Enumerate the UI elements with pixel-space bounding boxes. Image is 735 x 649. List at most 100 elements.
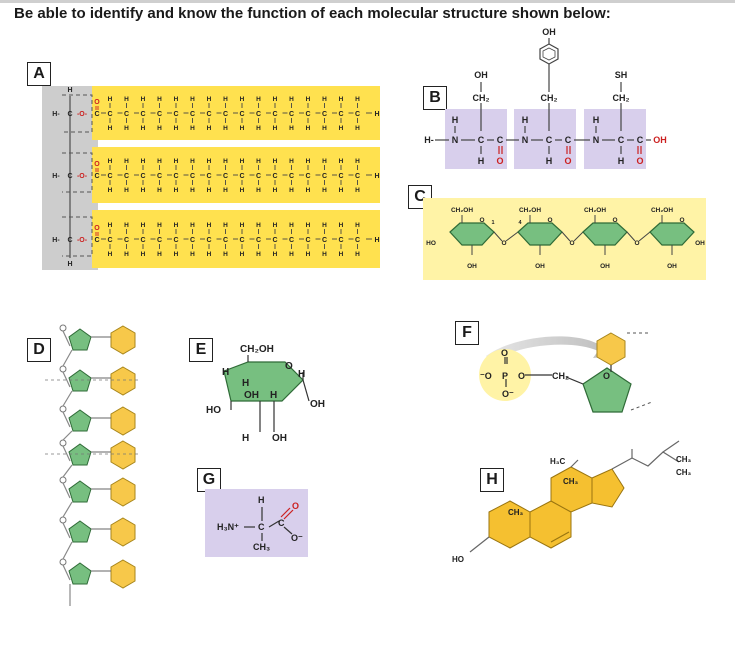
chain-carbon: C: [140, 173, 145, 180]
carbonyl-c: C: [94, 237, 99, 244]
chain-carbon: C: [173, 111, 178, 118]
chain-h-down: H: [355, 187, 360, 194]
glycosidic-bond: [638, 231, 651, 242]
carbonyl-c: C: [94, 173, 99, 180]
chain-oh: OH: [695, 240, 705, 247]
chain-h-down: H: [256, 251, 261, 258]
chain-h-down: H: [273, 187, 278, 194]
phosphate-group: [59, 405, 67, 413]
chain-ho: HO: [426, 240, 436, 247]
glycerol-c: C: [67, 173, 72, 180]
glucose-oh-2: OH: [310, 399, 325, 410]
backbone-link: [62, 430, 73, 441]
chain-h-down: H: [339, 187, 344, 194]
chain-h-up: H: [141, 96, 146, 103]
chain-carbon: C: [338, 237, 343, 244]
chain-carbon: C: [305, 237, 310, 244]
glucose-oh-1: OH: [244, 390, 259, 401]
chain-h-up: H: [190, 158, 195, 165]
chain-carbon: C: [239, 173, 244, 180]
amino-group: H₃N⁺: [217, 522, 239, 532]
chain-h-down: H: [339, 251, 344, 258]
chain-carbon: C: [355, 237, 360, 244]
glycerol-top-h: H: [67, 87, 72, 94]
chain-h-down: H: [306, 125, 311, 132]
chain-carbon: C: [338, 173, 343, 180]
sugar-pentagon: [68, 520, 92, 543]
chain-h-down: H: [124, 187, 129, 194]
base-hexagon: [110, 440, 136, 470]
chain-h-down: H: [108, 125, 113, 132]
glucose-ch2oh: CH₂OH: [240, 344, 274, 355]
chain-h-down: H: [306, 251, 311, 258]
chain-h-up: H: [157, 96, 162, 103]
chain-h-up: H: [339, 222, 344, 229]
amino-acid-structure: H H₃N⁺ C C CH₃ O⁻ O: [205, 489, 308, 557]
chain-h-up: H: [306, 222, 311, 229]
side-chain-ch3: CH₃: [253, 542, 270, 552]
ester-o: -O-: [77, 111, 88, 118]
chain-carbon: C: [355, 173, 360, 180]
chain-carbon: C: [322, 237, 327, 244]
chain-h-down: H: [108, 251, 113, 258]
base-hexagon: [110, 325, 136, 355]
phosphate-group: [59, 324, 67, 332]
nitrogenous-base: [596, 332, 626, 366]
glucose-h-1: H: [222, 367, 229, 378]
nucleotide-structure: ⁻O O P O O⁻ CH₂ O: [479, 332, 653, 413]
label-b: B: [423, 86, 447, 110]
chain-carbon: C: [107, 111, 112, 118]
amine-h: H: [452, 115, 459, 125]
chain-h-up: H: [157, 222, 162, 229]
carboxyl-carbon: C: [278, 518, 285, 528]
chain-h-up: H: [273, 158, 278, 165]
backbone-link: [62, 501, 73, 518]
chain-carbon: C: [140, 237, 145, 244]
chain-h-up: H: [355, 96, 360, 103]
alpha-h-2: H: [546, 156, 553, 166]
chain-h-down: H: [223, 187, 228, 194]
chain-h-down: H: [306, 187, 311, 194]
peptide-n-1: N: [522, 135, 529, 145]
nucleotide-arrow: [486, 336, 612, 362]
chain-h-up: H: [174, 96, 179, 103]
amino-acid-box-1: [445, 109, 507, 169]
chain-h-down: H: [273, 251, 278, 258]
label-d: D: [27, 338, 51, 362]
chain-h-up: H: [273, 96, 278, 103]
sugar-ch2oh: CH₂OH: [519, 207, 541, 214]
backbone-link: [62, 330, 71, 347]
glycosidic-o: O: [501, 240, 506, 247]
triglyceride-structure: CHHCHHCHHCHHCHHCHHCHHCHHCHHCHHCHHCHHCHHC…: [42, 86, 380, 270]
serine-ch2: CH₂: [473, 93, 490, 103]
chain-h-up: H: [190, 222, 195, 229]
glucose-h-5: H: [242, 433, 249, 444]
chain-h-up: H: [207, 158, 212, 165]
chain-h-down: H: [355, 251, 360, 258]
chain-carbon: C: [206, 173, 211, 180]
sugar-pentagon: [68, 328, 92, 351]
tyrosine-ch2: CH₂: [541, 93, 558, 103]
chain-h-up: H: [124, 158, 129, 165]
backbone-link: [62, 349, 73, 367]
chain-h-up: H: [289, 222, 294, 229]
bond-1-label: 1: [491, 220, 494, 226]
amino-acid-box: [205, 489, 308, 557]
chain-h-down: H: [157, 187, 162, 194]
chain-h-up: H: [289, 158, 294, 165]
chain-carbon: C: [124, 173, 129, 180]
chain-h-down: H: [157, 251, 162, 258]
page-title: Be able to identify and know the functio…: [14, 5, 611, 22]
chain-h-down: H: [289, 125, 294, 132]
chain-carbon: C: [305, 111, 310, 118]
chain-carbon: C: [157, 237, 162, 244]
carbonyl-c-2: C: [565, 135, 572, 145]
chain-carbon: C: [355, 111, 360, 118]
chain-carbon: C: [239, 237, 244, 244]
chain-h-up: H: [339, 96, 344, 103]
chain-h-up: H: [322, 158, 327, 165]
chain-h-up: H: [256, 158, 261, 165]
carbonyl-o-3: O: [636, 156, 643, 166]
chain-h-up: H: [108, 96, 113, 103]
phosphate-ester-o: O: [518, 371, 525, 381]
